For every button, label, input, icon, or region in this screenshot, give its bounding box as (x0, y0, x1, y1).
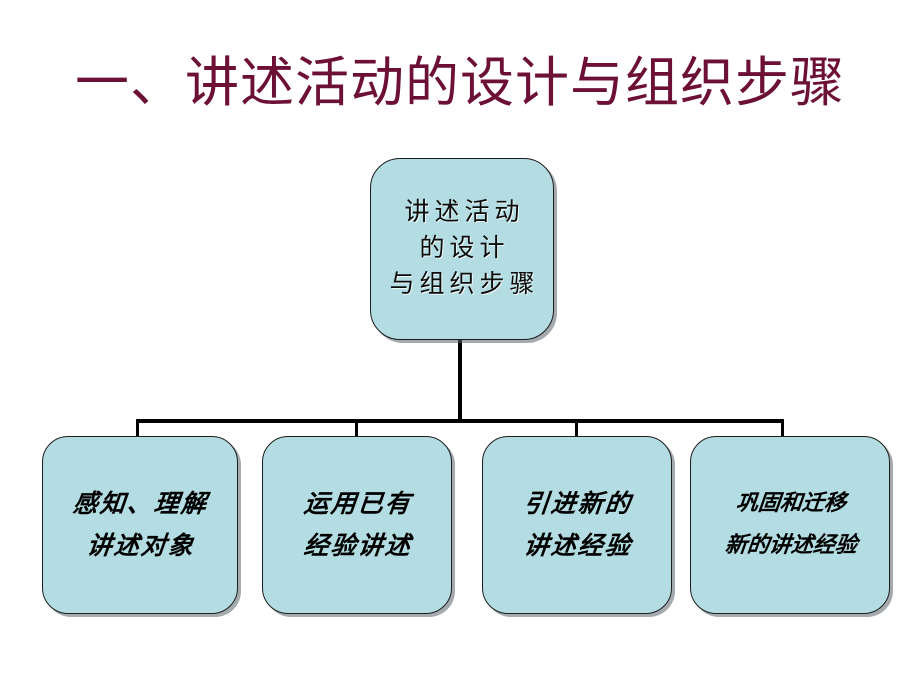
connector-drop-2 (355, 419, 358, 439)
connector-stem-vertical (458, 338, 462, 422)
root-node[interactable]: 讲述活动 的设计 与组织步骤 (370, 158, 554, 340)
root-node-line-3: 与组织步骤 (389, 271, 540, 298)
connector-drop-3 (575, 419, 578, 439)
connector-drop-4 (781, 419, 784, 439)
connector-drop-1 (136, 419, 139, 439)
leaf-node-1-line-2: 讲述对象 (85, 531, 197, 560)
leaf-node-3-line-2: 讲述经验 (522, 531, 634, 560)
leaf-node-3-line-1: 引进新的 (522, 489, 634, 518)
leaf-node-1-line-1: 感知、理解 (72, 489, 211, 518)
leaf-node-4-line-2: 新的讲述经验 (723, 533, 859, 558)
leaf-node-3[interactable]: 引进新的 讲述经验 (482, 436, 672, 614)
connector-horizontal-bar (136, 419, 784, 423)
page-title: 一、讲述活动的设计与组织步骤 (75, 53, 845, 113)
root-node-line-2: 的设计 (419, 235, 510, 262)
leaf-node-2-line-2: 经验讲述 (302, 531, 414, 560)
leaf-node-4[interactable]: 巩固和迁移 新的讲述经验 (690, 436, 890, 614)
leaf-node-2-line-1: 运用已有 (302, 489, 414, 518)
leaf-node-4-line-1: 巩固和迁移 (734, 491, 848, 516)
leaf-node-2[interactable]: 运用已有 经验讲述 (262, 436, 452, 614)
leaf-node-1[interactable]: 感知、理解 讲述对象 (42, 436, 238, 614)
root-node-line-1: 讲述活动 (404, 199, 525, 226)
